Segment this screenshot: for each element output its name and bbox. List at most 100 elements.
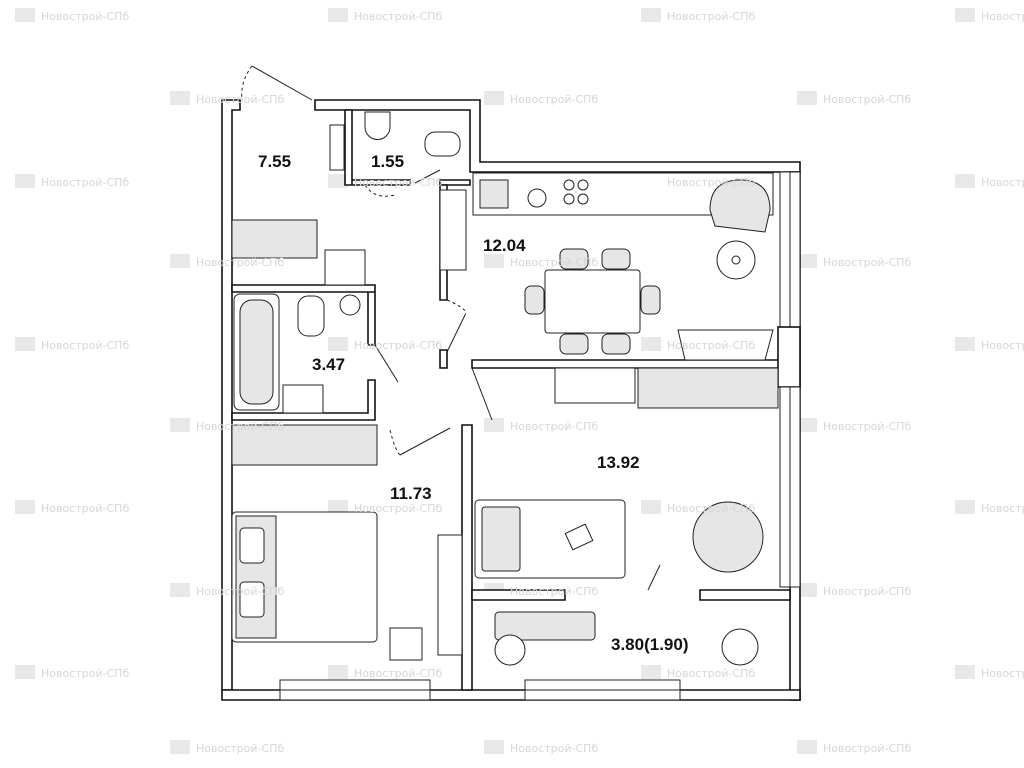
kitchen-column	[439, 189, 467, 271]
watermark-logo-icon	[170, 740, 190, 754]
watermark-logo-icon	[170, 254, 190, 268]
area-hall: 7.55	[258, 152, 291, 171]
wardrobe-bedroom	[231, 424, 378, 466]
dining-table	[544, 269, 641, 334]
windows	[279, 171, 801, 701]
wc-door	[414, 169, 441, 184]
watermark-logo-icon	[170, 583, 190, 597]
pillow	[239, 581, 265, 618]
watermark-logo-icon	[328, 337, 348, 351]
watermark-text: Новострой-СПб	[510, 420, 598, 433]
area-wc: 1.55	[371, 152, 404, 171]
laptop	[564, 523, 594, 551]
watermark-logo-icon	[15, 500, 35, 514]
watermark-logo-icon	[328, 500, 348, 514]
watermark-text: Новострой-СПб	[196, 742, 284, 755]
watermark-text: Новострой-СПб	[667, 10, 755, 23]
chairs	[524, 248, 661, 355]
watermark-logo-icon	[955, 8, 975, 22]
wc-toilet	[424, 131, 461, 157]
watermark-icon-layer	[15, 8, 975, 754]
furniture	[231, 111, 779, 666]
area-kitchen: 12.04	[483, 236, 526, 255]
balcony-table	[494, 634, 526, 666]
bedroom-vent	[389, 627, 423, 661]
watermark-logo-icon	[170, 418, 190, 432]
watermark-logo-icon	[955, 665, 975, 679]
round-rug	[692, 501, 764, 573]
watermark-logo-icon	[797, 740, 817, 754]
watermark-text: Новострой-СПб	[981, 10, 1024, 23]
watermark-logo-icon	[484, 740, 504, 754]
watermark-text: Новострой-СПб	[41, 10, 129, 23]
wc-sink	[364, 111, 391, 140]
watermark-text: Новострой-СПб	[354, 667, 442, 680]
kitchen-door	[446, 314, 466, 353]
watermark-logo-icon	[484, 254, 504, 268]
watermark-logo-icon	[170, 91, 190, 105]
stove	[563, 179, 589, 205]
watermark-logo-icon	[328, 174, 348, 188]
watermark-logo-icon	[955, 500, 975, 514]
bedroom-desk	[437, 534, 463, 656]
watermark-text: Новострой-СПб	[510, 93, 598, 106]
watermark-text: Новострой-СПб	[354, 10, 442, 23]
bathroom-door	[374, 344, 399, 383]
watermark-logo-icon	[955, 174, 975, 188]
watermark-text: Новострой-СПб	[981, 502, 1024, 515]
wall-wc	[344, 109, 471, 186]
wall-balcony	[471, 589, 791, 601]
watermark-logo-icon	[797, 91, 817, 105]
watermark-logo-icon	[955, 337, 975, 351]
area-balcony: 3.80(1.90)	[611, 635, 689, 654]
watermark-text: Новострой-СПб	[823, 420, 911, 433]
balcony-door	[647, 564, 661, 591]
wardrobe-living	[637, 367, 779, 409]
watermark-logo-icon	[797, 418, 817, 432]
balcony-sofa	[494, 611, 596, 641]
doors	[241, 65, 661, 591]
watermark-text: Новострой-СПб	[41, 667, 129, 680]
watermark-text: Новострой-СПб	[981, 667, 1024, 680]
watermark-logo-icon	[328, 665, 348, 679]
wall-kitchen-living	[471, 359, 781, 369]
watermark-text: Новострой-СПб	[41, 176, 129, 189]
watermark-logo-icon	[15, 337, 35, 351]
watermark-logo-icon	[484, 91, 504, 105]
cooktop-knob	[527, 188, 547, 208]
area-living-room: 13.92	[597, 453, 640, 472]
plant	[721, 628, 759, 666]
watermark-text: Новострой-СПб	[981, 339, 1024, 352]
watermark-text: Новострой-СПб	[823, 585, 911, 598]
watermark-text: Новострой-СПб	[41, 339, 129, 352]
bath-sink	[282, 384, 324, 414]
watermark-logo-icon	[328, 8, 348, 22]
kitchen-sink	[479, 179, 509, 209]
armchair	[709, 179, 771, 233]
washer	[324, 249, 366, 286]
bath-toilet	[297, 295, 325, 337]
watermark-logo-icon	[641, 8, 661, 22]
area-bathroom: 3.47	[312, 355, 345, 374]
bedroom-door	[399, 427, 451, 456]
pier	[777, 326, 801, 388]
wardrobe-hall	[231, 219, 318, 259]
watermark-text: Новострой-СПб	[667, 667, 755, 680]
watermark-text: Новострой-СПб	[823, 256, 911, 269]
watermark-logo-icon	[641, 337, 661, 351]
watermark-text: Новострой-СПб	[981, 176, 1024, 189]
tv-stand	[677, 329, 774, 361]
wall-bedroom-living	[461, 424, 473, 691]
watermark-logo-icon	[15, 665, 35, 679]
watermark-logo-icon	[641, 500, 661, 514]
watermark-text: Новострой-СПб	[510, 742, 598, 755]
watermark-text: Новострой-СПб	[823, 742, 911, 755]
watermark-logo-icon	[797, 583, 817, 597]
living-door	[471, 367, 493, 421]
entrance-door	[251, 65, 313, 101]
area-bedroom: 11.73	[390, 484, 432, 503]
pillow	[239, 527, 265, 564]
hall-shelf	[329, 124, 345, 171]
